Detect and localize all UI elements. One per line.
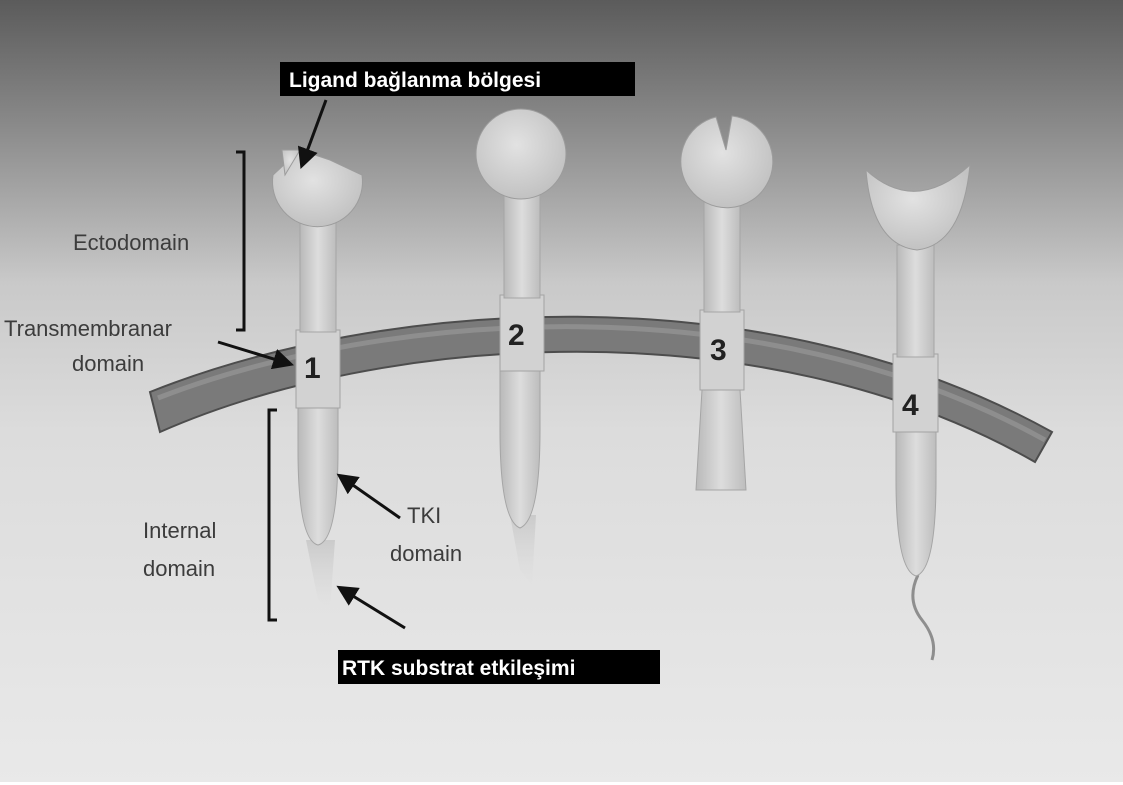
ectodomain-label: Ectodomain	[73, 230, 189, 255]
receptor-2-ectodomain-stem	[504, 190, 540, 298]
receptor-4-number: 4	[902, 389, 919, 422]
receptor-3-truncated-internal	[696, 390, 746, 490]
rtk-substrate-label: RTK substrat etkileşimi	[342, 657, 575, 680]
receptor-1-ectodomain-stem	[300, 222, 336, 332]
receptor-2-round-head	[476, 109, 566, 199]
tki-label-line1: TKI	[407, 503, 441, 528]
receptor-1-number: 1	[304, 352, 321, 385]
receptor-2-internal-domain	[500, 368, 540, 528]
tki-label-line2: domain	[390, 541, 462, 566]
receptor-4-ectodomain-stem	[897, 245, 934, 357]
receptor-3-number: 3	[710, 334, 727, 367]
ligand-site-label: Ligand bağlanma bölgesi	[289, 69, 541, 92]
internal-label-line2: domain	[143, 556, 215, 581]
receptor-1-internal-domain	[298, 405, 338, 545]
receptor-4-internal-domain	[896, 430, 936, 576]
transmembrane-label-line2: domain	[72, 351, 144, 376]
transmembrane-label-line1: Transmembranar	[4, 316, 172, 341]
receptor-2-number: 2	[508, 319, 525, 352]
receptor-3-ectodomain-stem	[704, 200, 740, 312]
internal-label-line1: Internal	[143, 518, 216, 543]
